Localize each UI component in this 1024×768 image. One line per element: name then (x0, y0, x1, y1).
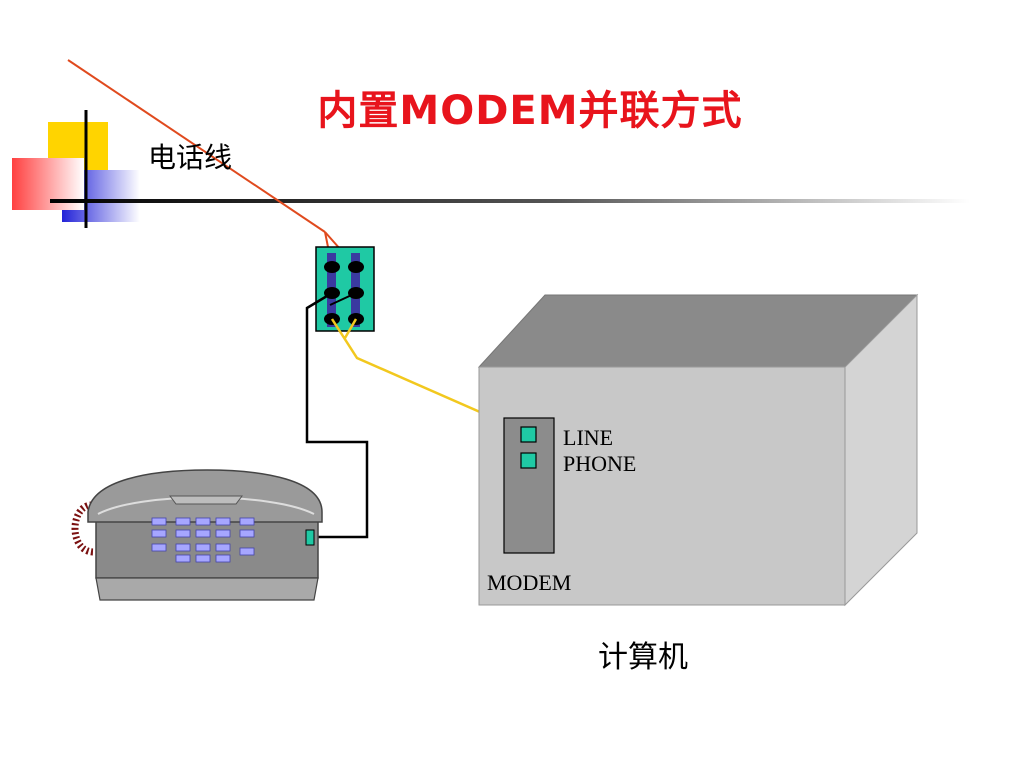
computer-case-icon (477, 293, 919, 607)
slide-title: 内置MODEM并联方式 (317, 88, 743, 134)
computer-label: 计算机 (598, 640, 688, 675)
phone-port (520, 452, 537, 469)
corner-squares-decor-icon (12, 110, 140, 228)
modem-wire (330, 318, 531, 436)
line-port-label: LINE (563, 425, 614, 450)
junction-box-icon (315, 246, 375, 332)
telephone-icon (71, 469, 323, 601)
phone-line-label: 电话线 (148, 141, 233, 174)
phone-port-label: PHONE (563, 451, 637, 476)
telephone-wire (305, 291, 369, 539)
line-port (520, 426, 537, 443)
header-rule (50, 199, 970, 203)
modem-label: MODEM (487, 570, 572, 595)
